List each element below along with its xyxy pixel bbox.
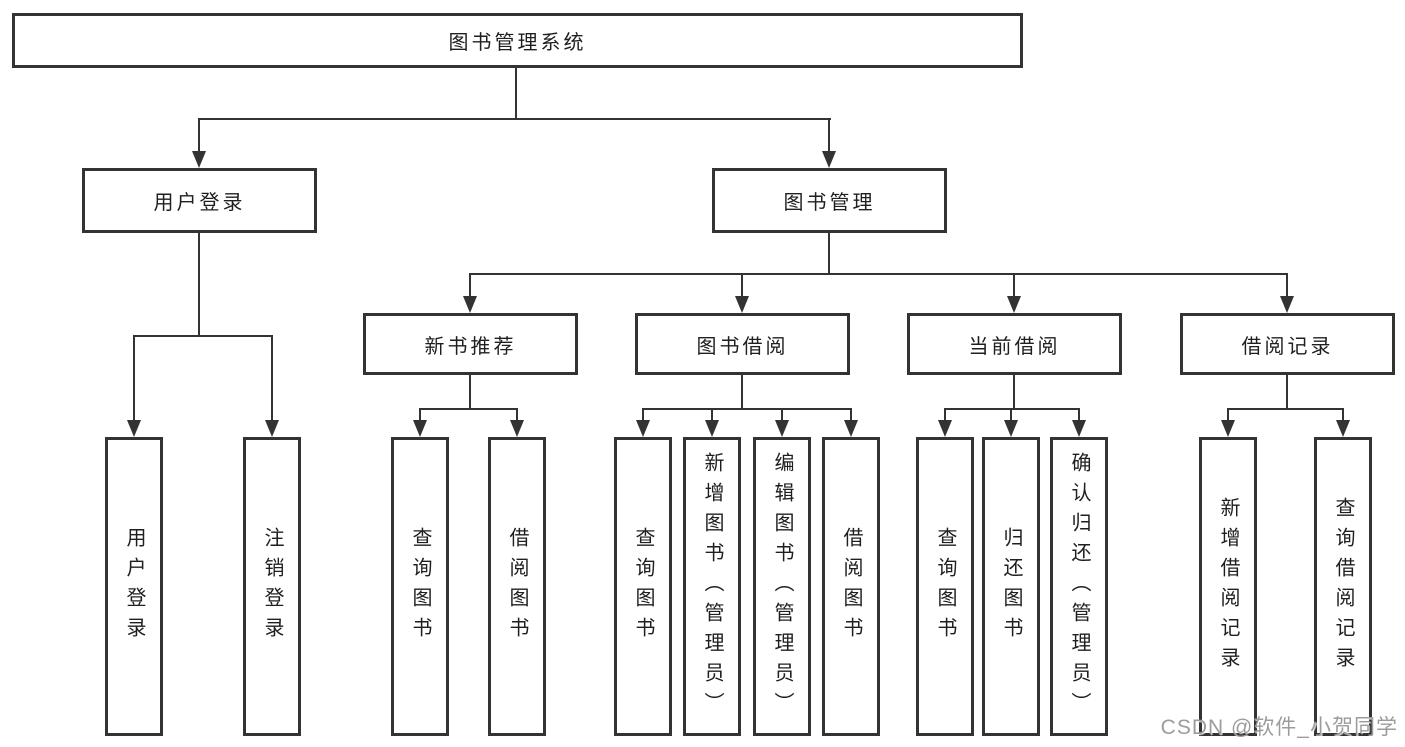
- node-root-label: 图书管理系统: [448, 32, 587, 54]
- node-current-borrow-label: 当前借阅: [968, 335, 1061, 358]
- leaf-currentborrow-query-label: 查询图书: [934, 526, 956, 647]
- arrowhead-cb-confirm: [1072, 420, 1086, 437]
- leaf-bookborrow-edit: 编辑图书（管理员）: [753, 437, 811, 736]
- leaf-currentborrow-return-label: 归还图书: [1000, 526, 1022, 647]
- csdn-watermark: CSDN @软件_小贺同学: [1160, 716, 1398, 739]
- leaf-currentborrow-confirm-label: 确认归还（管理员）: [1068, 451, 1090, 722]
- node-current-borrow: 当前借阅: [907, 313, 1122, 375]
- arrowhead-br-add: [1221, 420, 1235, 437]
- connector-userlogin-vline: [198, 233, 200, 335]
- connector-stem-bb-edit: [781, 408, 783, 423]
- connector-stem-bb-add: [711, 408, 713, 423]
- connector-userlogin-hline: [134, 335, 272, 337]
- connector-bookmgmt-vline: [828, 233, 830, 273]
- leaf-newbooks-query: 查询图书: [391, 437, 449, 736]
- leaf-bookborrow-add-label: 新增图书（管理员）: [701, 451, 723, 722]
- arrowhead-user-login: [192, 151, 206, 168]
- node-borrow-records-label: 借阅记录: [1241, 335, 1334, 358]
- leaf-bookborrow-add: 新增图书（管理员）: [683, 437, 741, 736]
- arrowhead-borrow-records: [1280, 296, 1294, 313]
- arrowhead-bb-query: [636, 420, 650, 437]
- leaf-logout-label: 注销登录: [261, 526, 283, 647]
- connector-stem-nb-query: [419, 408, 421, 423]
- arrowhead-bb-borrow: [844, 420, 858, 437]
- node-root: 图书管理系统: [12, 13, 1023, 68]
- connector-borrowrecords-vline: [1286, 375, 1288, 408]
- arrowhead-cb-return: [1004, 420, 1018, 437]
- node-borrow-records: 借阅记录: [1180, 313, 1395, 375]
- connector-stem-bb-query: [642, 408, 644, 423]
- leaf-newbooks-borrow: 借阅图书: [488, 437, 546, 736]
- connector-newbooks-hline: [420, 408, 517, 410]
- leaf-currentborrow-return: 归还图书: [982, 437, 1040, 736]
- connector-bookmgmt-hline: [470, 273, 1288, 275]
- connector-stem-cb-return: [1010, 408, 1012, 423]
- connector-root-vline: [515, 68, 517, 118]
- arrowhead-new-books: [463, 296, 477, 313]
- connector-stem-user-login: [198, 118, 200, 154]
- leaf-currentborrow-confirm: 确认归还（管理员）: [1050, 437, 1108, 736]
- arrowhead-br-query: [1336, 420, 1350, 437]
- arrowhead-cb-query: [938, 420, 952, 437]
- connector-stem-leaf-login: [133, 335, 135, 423]
- leaf-records-add-label: 新增借阅记录: [1217, 496, 1239, 677]
- connector-stem-book-mgmt: [828, 118, 830, 154]
- leaf-bookborrow-borrow-label: 借阅图书: [840, 526, 862, 647]
- leaf-bookborrow-borrow: 借阅图书: [822, 437, 880, 736]
- leaf-user-login-label: 用户登录: [123, 526, 145, 647]
- leaf-currentborrow-query: 查询图书: [916, 437, 974, 736]
- connector-root-hline: [199, 118, 831, 120]
- connector-currentborrow-hline: [945, 408, 1079, 410]
- connector-newbooks-vline: [469, 375, 471, 408]
- leaf-bookborrow-query: 查询图书: [614, 437, 672, 736]
- node-book-mgmt-label: 图书管理: [783, 192, 876, 214]
- leaf-bookborrow-edit-label: 编辑图书（管理员）: [771, 451, 793, 722]
- connector-stem-borrow-records: [1286, 273, 1288, 299]
- connector-stem-leaf-logout: [271, 335, 273, 423]
- leaf-records-query-label: 查询借阅记录: [1332, 496, 1354, 677]
- connector-stem-new-books: [469, 273, 471, 299]
- connector-stem-cb-query: [944, 408, 946, 423]
- leaf-user-login: 用户登录: [105, 437, 163, 736]
- arrowhead-current-borrow: [1007, 296, 1021, 313]
- arrowhead-nb-query: [413, 420, 427, 437]
- leaf-newbooks-borrow-label: 借阅图书: [506, 526, 528, 647]
- connector-stem-cb-confirm: [1078, 408, 1080, 423]
- connector-stem-book-borrow: [741, 273, 743, 299]
- connector-stem-br-query: [1342, 408, 1344, 423]
- arrowhead-bb-add: [705, 420, 719, 437]
- arrowhead-book-borrow: [735, 296, 749, 313]
- node-new-books: 新书推荐: [363, 313, 578, 375]
- connector-currentborrow-vline: [1013, 375, 1015, 408]
- leaf-logout: 注销登录: [243, 437, 301, 736]
- connector-stem-bb-borrow: [850, 408, 852, 423]
- arrowhead-book-mgmt: [822, 151, 836, 168]
- node-user-login: 用户登录: [82, 168, 317, 233]
- connector-borrowrecords-hline: [1228, 408, 1343, 410]
- arrowhead-bb-edit: [775, 420, 789, 437]
- connector-stem-current-borrow: [1013, 273, 1015, 299]
- leaf-records-query: 查询借阅记录: [1314, 437, 1372, 736]
- leaf-bookborrow-query-label: 查询图书: [632, 526, 654, 647]
- leaf-newbooks-query-label: 查询图书: [409, 526, 431, 647]
- leaf-records-add: 新增借阅记录: [1199, 437, 1257, 736]
- node-book-borrow: 图书借阅: [635, 313, 850, 375]
- connector-stem-br-add: [1227, 408, 1229, 423]
- arrowhead-nb-borrow: [510, 420, 524, 437]
- arrowhead-leaf-login: [127, 420, 141, 437]
- node-book-borrow-label: 图书借阅: [696, 335, 789, 358]
- connector-stem-nb-borrow: [516, 408, 518, 423]
- node-book-mgmt: 图书管理: [712, 168, 947, 233]
- node-user-login-label: 用户登录: [153, 192, 246, 214]
- connector-bookborrow-hline: [643, 408, 851, 410]
- arrowhead-leaf-logout: [265, 420, 279, 437]
- connector-bookborrow-vline: [741, 375, 743, 408]
- node-new-books-label: 新书推荐: [424, 335, 517, 358]
